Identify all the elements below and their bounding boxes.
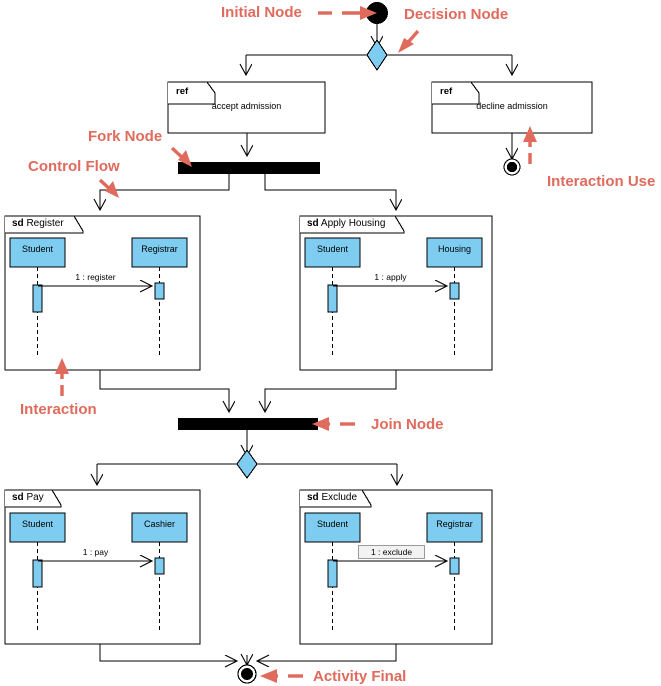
lifeline-exclude-student: Student (316, 519, 349, 529)
message-label-apply: 1 : apply (374, 272, 407, 282)
lifeline-exclude-registrar: Registrar (436, 519, 473, 529)
frame-keyword: sd (307, 218, 319, 229)
frame-header-apply-housing: sd Apply Housing (307, 218, 385, 229)
frame-name: Exclude (321, 492, 358, 503)
lifeline-apply-housing-housing: Housing (437, 244, 472, 254)
decision-diamond-top (366, 39, 388, 71)
lifeline-register-registrar: Registrar (141, 244, 178, 254)
message-label-pay: 1 : pay (82, 547, 109, 557)
frame-keyword: sd (12, 218, 24, 229)
annotation-interaction: Interaction (20, 401, 97, 418)
ref-keyword-decline-admission: ref (440, 86, 453, 97)
annotation-activity-final: Activity Final (313, 668, 407, 685)
message-label-register: 1 : register (75, 272, 116, 282)
frame-name: Register (26, 218, 64, 229)
ref-keyword-accept-admission: ref (176, 86, 189, 97)
annotation-decision-node: Decision Node (404, 6, 509, 23)
decision-diamond-bottom (236, 449, 258, 479)
fork-bar (178, 162, 320, 174)
frame-keyword: sd (307, 492, 319, 503)
frame-header-pay: sd Pay (12, 492, 44, 503)
join-bar (178, 418, 318, 430)
annotation-fork-node: Fork Node (88, 128, 163, 145)
message-label-exclude: 1 : exclude (358, 545, 425, 559)
annotation-join-node: Join Node (371, 416, 444, 433)
lifeline-register-student: Student (21, 244, 54, 254)
annotation-interaction-use: Interaction Use (547, 173, 656, 190)
annotation-control-flow: Control Flow (28, 158, 120, 175)
frame-header-exclude: sd Exclude (307, 492, 357, 503)
lifeline-pay-student: Student (21, 519, 54, 529)
lifeline-pay-cashier: Cashier (143, 519, 175, 529)
frame-name: Apply Housing (320, 218, 386, 229)
frame-keyword: sd (12, 492, 24, 503)
ref-name-decline-admission: decline admission (476, 101, 548, 111)
annotation-initial-node: Initial Node (221, 4, 302, 21)
ref-name-accept-admission: accept admission (211, 101, 282, 111)
frame-header-register: sd Register (12, 218, 64, 229)
frame-name: Pay (26, 492, 44, 503)
lifeline-apply-housing-student: Student (316, 244, 349, 254)
final-node-marker-bottom (241, 668, 253, 680)
